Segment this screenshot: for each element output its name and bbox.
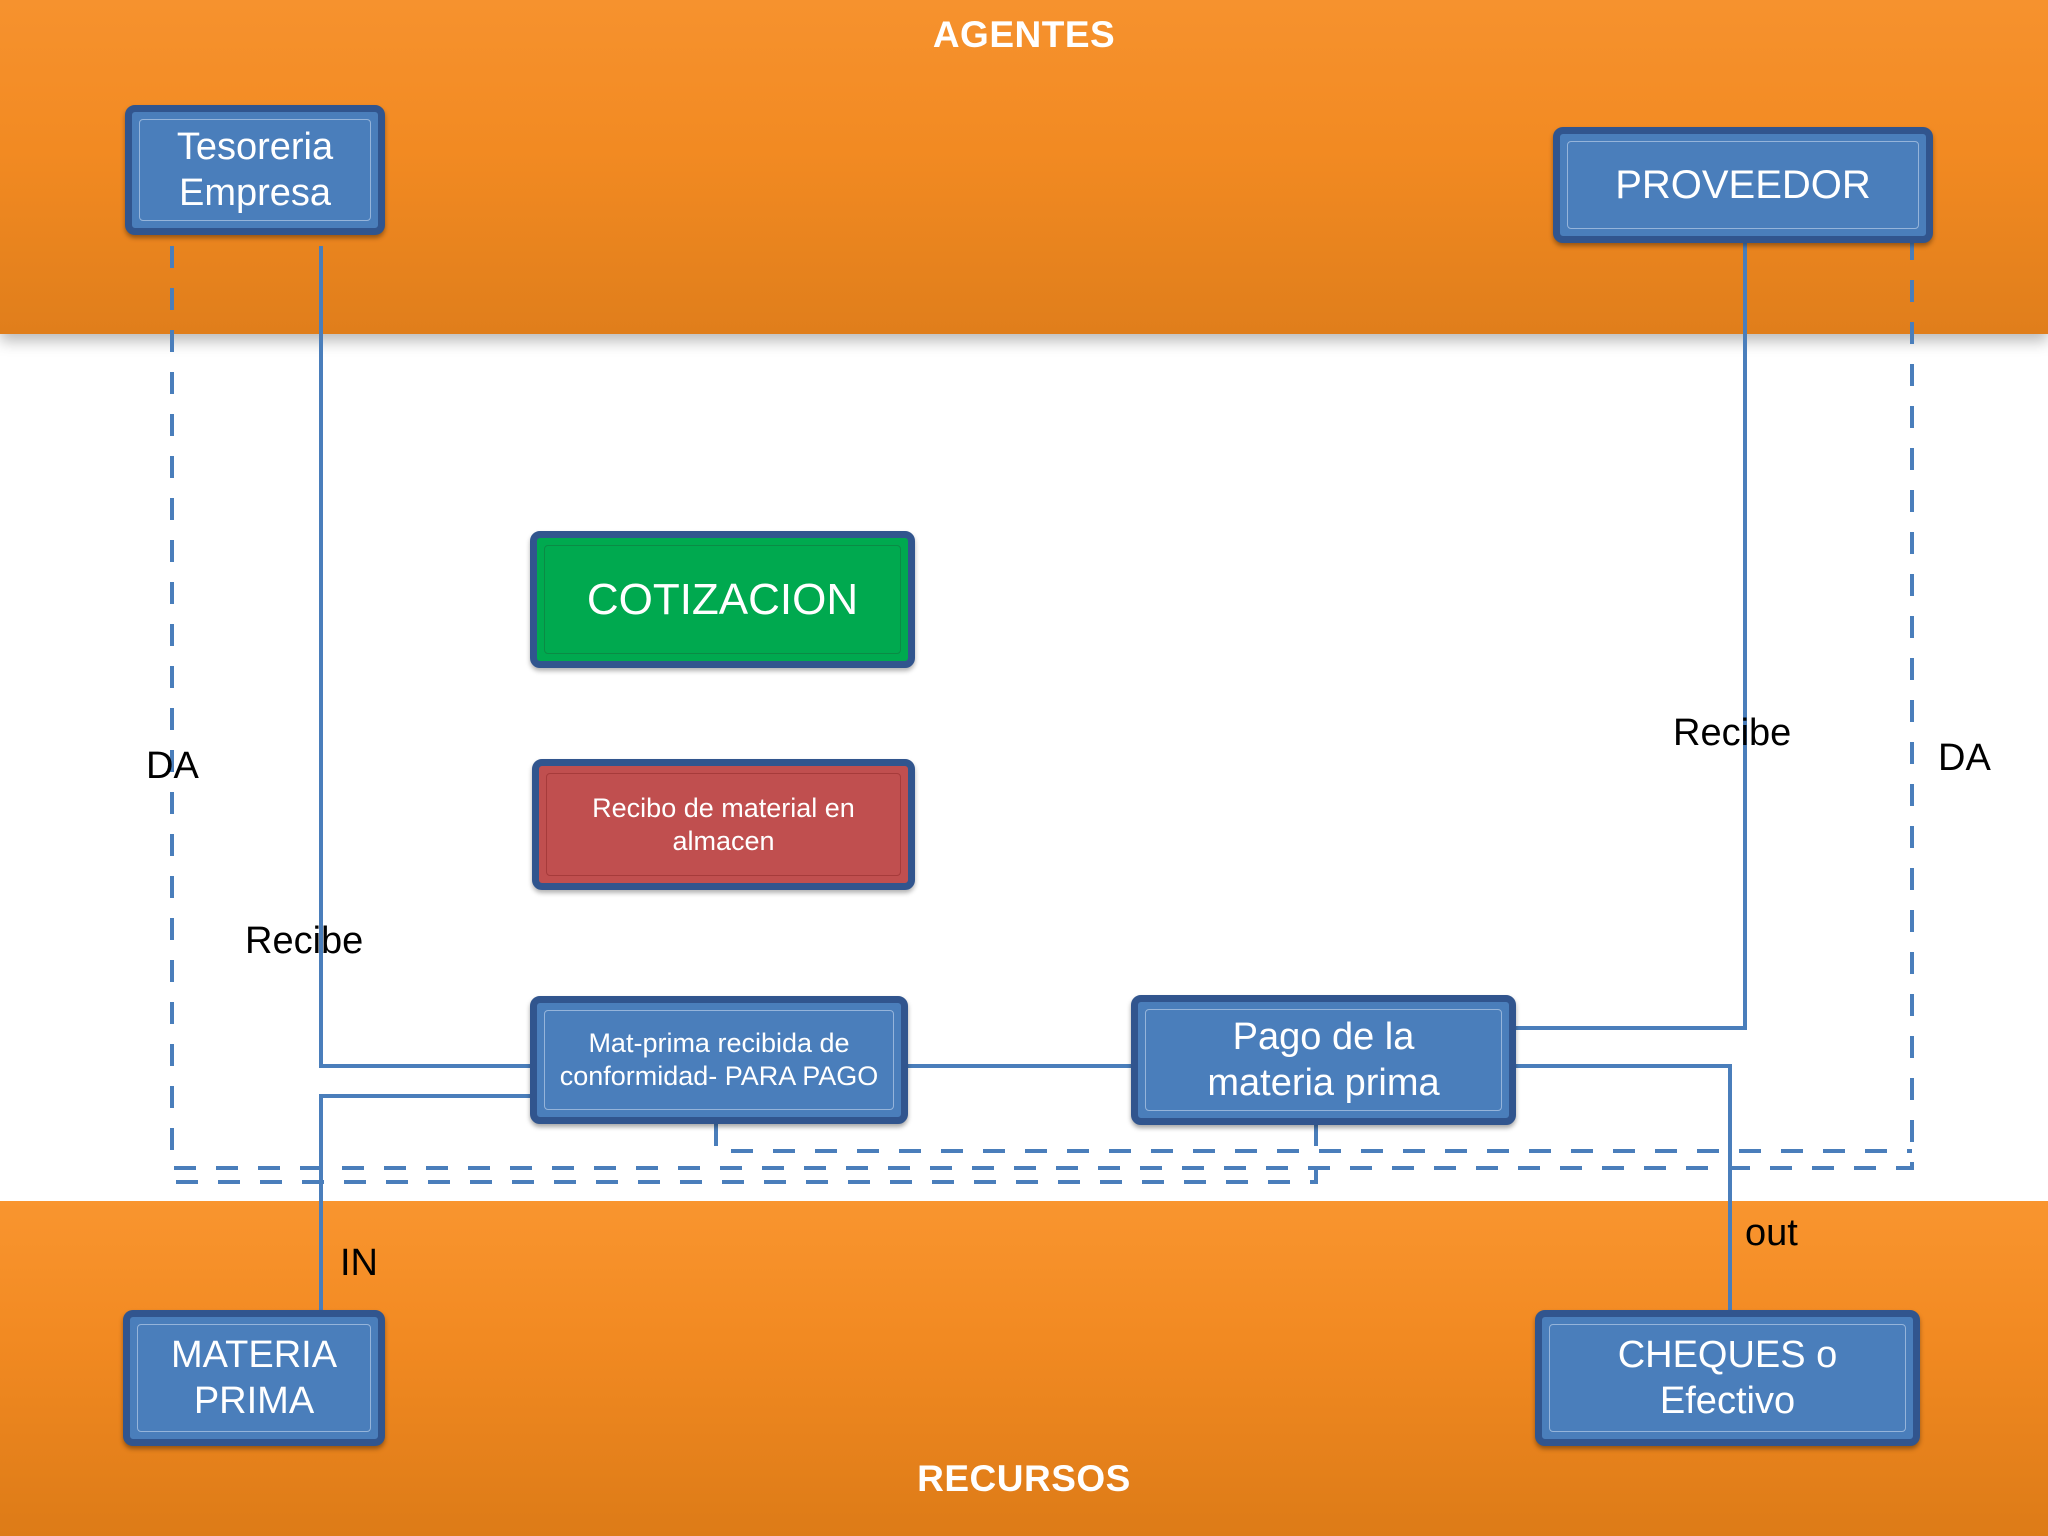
edge-label-out: out	[1745, 1212, 1798, 1254]
node-proveedor-label: PROVEEDOR	[1615, 162, 1871, 207]
node-cheques-efectivo-label: CHEQUES o Efectivo	[1617, 1333, 1838, 1422]
edge-label-in: IN	[340, 1242, 378, 1284]
node-recibo-material-almacen-label: Recibo de material en almacen	[592, 792, 855, 856]
node-materia-prima-label: MATERIA PRIMA	[170, 1333, 338, 1422]
edge-label-recibe-left: Recibe	[245, 920, 364, 962]
recursos-band-title: RECURSOS	[917, 1458, 1131, 1499]
node-materia-prima[interactable]: MATERIA PRIMA	[123, 1310, 385, 1446]
node-tesoreria-empresa[interactable]: Tesoreria Empresa	[125, 105, 385, 235]
node-proveedor[interactable]: PROVEEDOR	[1553, 127, 1933, 243]
edge-label-recibe-right: Recibe	[1673, 712, 1792, 754]
node-cotizacion[interactable]: COTIZACION	[530, 531, 915, 668]
wire-matprima-dashed	[714, 1124, 1912, 1153]
node-cotizacion-label: COTIZACION	[586, 574, 859, 624]
agentes-band-title: AGENTES	[932, 14, 1116, 55]
node-cheques-efectivo[interactable]: CHEQUES o Efectivo	[1535, 1310, 1920, 1446]
wire-pago-dashed	[172, 1124, 1318, 1184]
node-matprima-conformidad[interactable]: Mat-prima recibida de conformidad- PARA …	[530, 996, 908, 1124]
node-pago-materia-prima[interactable]: Pago de la materia prima	[1131, 995, 1516, 1125]
edge-label-da-right: DA	[1938, 737, 1991, 779]
node-recibo-material-almacen[interactable]: Recibo de material en almacen	[532, 759, 915, 890]
wire-tesoreria-da	[170, 243, 1914, 1170]
node-tesoreria-empresa-label: Tesoreria Empresa	[176, 125, 334, 214]
node-pago-materia-prima-label: Pago de la materia prima	[1207, 1015, 1440, 1104]
edge-label-da-left: DA	[146, 745, 199, 787]
wire-proveedor-to-pago	[1516, 243, 1747, 1030]
node-matprima-conformidad-label: Mat-prima recibida de conformidad- PARA …	[559, 1028, 879, 1091]
